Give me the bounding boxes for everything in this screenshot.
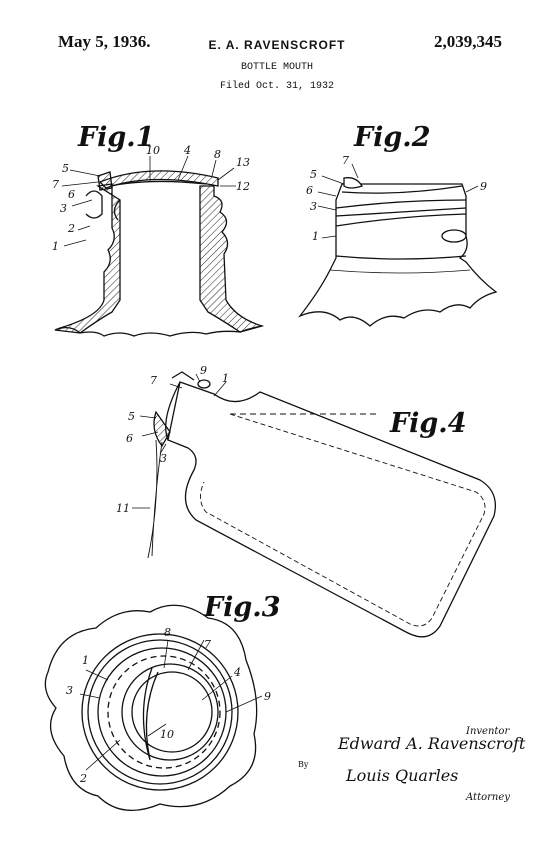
fig-1-label: Fig.1 (77, 122, 155, 153)
fig4-ref-5: 5 (128, 410, 135, 423)
fig1-ref-6: 6 (68, 188, 75, 201)
fig2-ref-1: 1 (312, 230, 319, 243)
fig3-ref-4: 4 (233, 666, 241, 679)
fig3-ref-9: 9 (264, 690, 271, 703)
fig3-ref-8: 8 (164, 626, 171, 639)
fig-3-label: Fig.3 (203, 592, 281, 623)
fig3-ref-3: 3 (66, 684, 73, 697)
fig1-ref-12: 12 (236, 180, 250, 193)
fig2-ref-5: 5 (310, 168, 317, 181)
fig1-ref-4: 4 (183, 144, 191, 157)
fig3-ref-1: 1 (82, 654, 89, 667)
fig4-ref-9: 9 (200, 364, 207, 377)
patent-date: May 5, 1936. (58, 32, 151, 51)
fig1-ref-5: 5 (62, 162, 69, 175)
fig4-ref-11: 11 (116, 502, 130, 515)
figure-3-top-view (44, 604, 263, 811)
fig1-ref-10: 10 (146, 144, 160, 157)
fig1-ref-3: 3 (60, 202, 67, 215)
attorney-signature: Louis Quarles (346, 766, 459, 785)
figure-2-elevation (297, 163, 498, 327)
fig4-ref-3: 3 (160, 452, 167, 465)
fig2-ref-9: 9 (480, 180, 487, 193)
patent-title: BOTTLE MOUTH (240, 62, 313, 73)
patent-number: 2,039,345 (434, 32, 502, 51)
fig1-ref-1: 1 (52, 240, 59, 253)
inventor-signature: Edward A. Ravenscroft (338, 734, 526, 753)
fig1-ref-8: 8 (214, 148, 221, 161)
by-caption: By (298, 760, 309, 769)
fig2-ref-3: 3 (310, 200, 317, 213)
figure-4-bottle (132, 371, 497, 638)
fig1-ref-13: 13 (236, 156, 250, 169)
attorney-caption: Attorney (466, 792, 510, 803)
fig3-ref-2: 2 (79, 772, 87, 785)
inventor-heading: E. A. RAVENSCROFT (208, 38, 346, 52)
fig3-ref-7: 7 (204, 638, 211, 651)
fig4-ref-6: 6 (126, 432, 133, 445)
fig3-ref-10: 10 (160, 728, 174, 741)
fig-4-label: Fig.4 (389, 408, 467, 439)
filed-date: Filed Oct. 31, 1932 (219, 81, 335, 92)
fig4-ref-7: 7 (150, 374, 157, 387)
fig2-ref-7: 7 (342, 154, 349, 167)
figure-1-section (54, 155, 265, 337)
fig-2-label: Fig.2 (353, 122, 431, 153)
fig2-ref-6: 6 (306, 184, 313, 197)
fig1-ref-2: 2 (67, 222, 75, 235)
fig4-ref-1: 1 (222, 372, 229, 385)
inventor-caption: Inventor (466, 726, 510, 737)
fig1-ref-7: 7 (52, 178, 59, 191)
